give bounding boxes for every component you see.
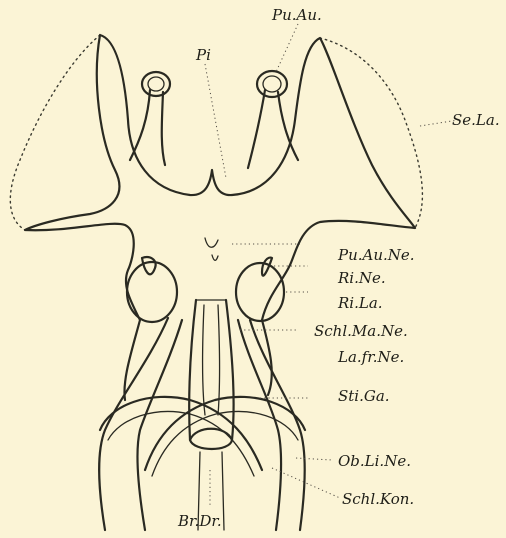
left-loop [100, 397, 262, 470]
left-long-nerve-inner [137, 320, 182, 530]
label-br-dr: Br.Dr. [178, 514, 222, 529]
leader-pi [205, 64, 226, 178]
left-eye-inner [148, 77, 164, 91]
right-eye-stalk [248, 90, 265, 168]
inner-line-a [203, 305, 205, 415]
brain-gland [190, 429, 232, 449]
label-ob-li-ne: Ob.Li.Ne. [338, 454, 411, 469]
right-lobe-dotted-outline [320, 38, 422, 228]
label-se-la: Se.La. [452, 113, 500, 128]
left-loop-inner [108, 412, 254, 476]
label-la-fr-ne: La.fr.Ne. [338, 350, 404, 365]
label-pi: Pi [196, 48, 211, 63]
right-eye-inner [263, 76, 281, 92]
left-eye-stalk-inner [162, 92, 165, 165]
label-pu-au-ne: Pu.Au.Ne. [338, 248, 415, 263]
label-sti-ga: Sti.Ga. [338, 389, 390, 404]
right-long-nerve-inner [238, 320, 281, 530]
brain-outer-outline [25, 35, 415, 400]
left-olfactory-lobe [127, 262, 177, 322]
label-schl-ma-ne: Schl.Ma.Ne. [314, 324, 408, 339]
right-olfactory-lobe [236, 263, 284, 321]
left-lobe-dotted-outline [10, 35, 100, 230]
central-notch [205, 238, 218, 247]
right-eye [257, 71, 287, 97]
label-ri-ne: Ri.Ne. [338, 271, 386, 286]
leader-ob-li-ne [296, 458, 332, 460]
label-pu-au: Pu.Au. [272, 8, 322, 23]
central-body-left [189, 300, 196, 440]
leader-pu-au [276, 24, 298, 72]
label-schl-kon: Schl.Kon. [342, 492, 414, 507]
central-notch-b [212, 255, 218, 260]
leader-schl-kon [272, 468, 340, 498]
left-olfactory-nerve [142, 257, 156, 274]
left-eye [142, 72, 170, 96]
gland-stem-right [222, 452, 224, 530]
label-ri-la: Ri.La. [338, 296, 383, 311]
left-long-nerve-outer [99, 318, 168, 530]
